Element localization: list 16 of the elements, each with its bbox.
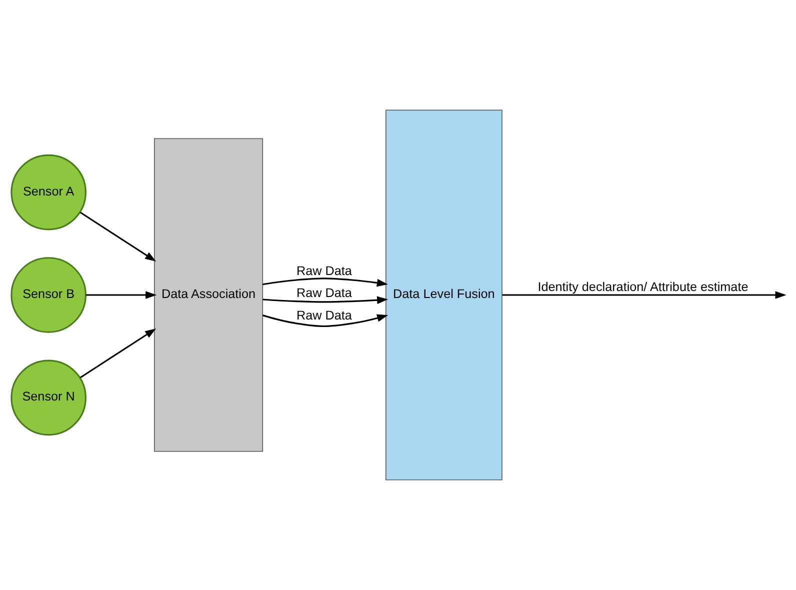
- edge-label: Raw Data: [296, 286, 352, 300]
- arrow: [262, 278, 388, 287]
- arrow: [262, 314, 388, 328]
- node-box: Data Association: [154, 138, 264, 452]
- edge-label: Raw Data: [296, 308, 352, 322]
- node-box: Data Level Fusion: [385, 110, 502, 480]
- edge-label: Identity declaration/ Attribute estimate: [538, 280, 748, 294]
- edge-label: Raw Data: [296, 264, 352, 278]
- node-circle: Sensor A: [10, 154, 86, 230]
- node-circle: Sensor N: [10, 360, 86, 436]
- arrow: [86, 291, 157, 299]
- node-circle: Sensor B: [10, 257, 86, 333]
- arrow: [262, 296, 388, 304]
- arrow: [80, 328, 156, 378]
- arrow: [80, 212, 156, 262]
- arrow: [502, 291, 786, 299]
